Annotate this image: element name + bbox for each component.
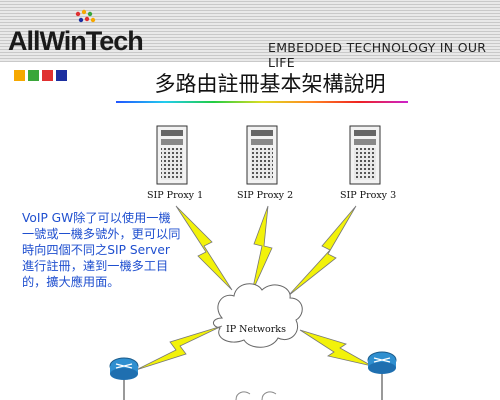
server-label-1: SIP Proxy 1 bbox=[147, 190, 203, 201]
lightning-bolt-icon bbox=[299, 329, 373, 367]
header-bar: AllWinTech EMBEDDED TECHNOLOGY IN OUR LI… bbox=[0, 0, 500, 70]
lightning-bolt-icon bbox=[175, 205, 233, 291]
company-tagline: EMBEDDED TECHNOLOGY IN OUR LIFE bbox=[268, 40, 487, 70]
logo-text: AllWinTech bbox=[8, 26, 144, 56]
server-icon bbox=[156, 125, 188, 185]
description-text: VoIP GW除了可以使用一機一號或一機多號外，更可以同時向四個不同之SIP S… bbox=[22, 211, 181, 289]
cloud-label: IP Networks bbox=[226, 324, 286, 335]
lightning-bolt-icon bbox=[135, 325, 223, 371]
server-label-3: SIP Proxy 3 bbox=[340, 190, 396, 201]
ip-network-cloud bbox=[213, 283, 303, 348]
lightning-bolt-icon bbox=[287, 205, 357, 297]
title-rainbow-rule bbox=[116, 101, 408, 103]
color-squares bbox=[14, 66, 70, 85]
server-icon bbox=[246, 125, 278, 185]
square-green bbox=[28, 70, 39, 81]
square-orange bbox=[14, 70, 25, 81]
logo-dots-graphic bbox=[75, 9, 96, 23]
server-label-2: SIP Proxy 2 bbox=[237, 190, 293, 201]
slide-title: 多路由註冊基本架構說明 bbox=[154, 72, 386, 96]
router-icon bbox=[367, 351, 397, 400]
lightning-bolt-icon bbox=[251, 205, 273, 293]
router-icon bbox=[109, 357, 139, 400]
company-logo: AllWinTech bbox=[6, 8, 156, 56]
square-navy bbox=[56, 70, 67, 81]
cut-off-graphic bbox=[235, 391, 277, 400]
server-icon bbox=[349, 125, 381, 185]
square-red bbox=[42, 70, 53, 81]
